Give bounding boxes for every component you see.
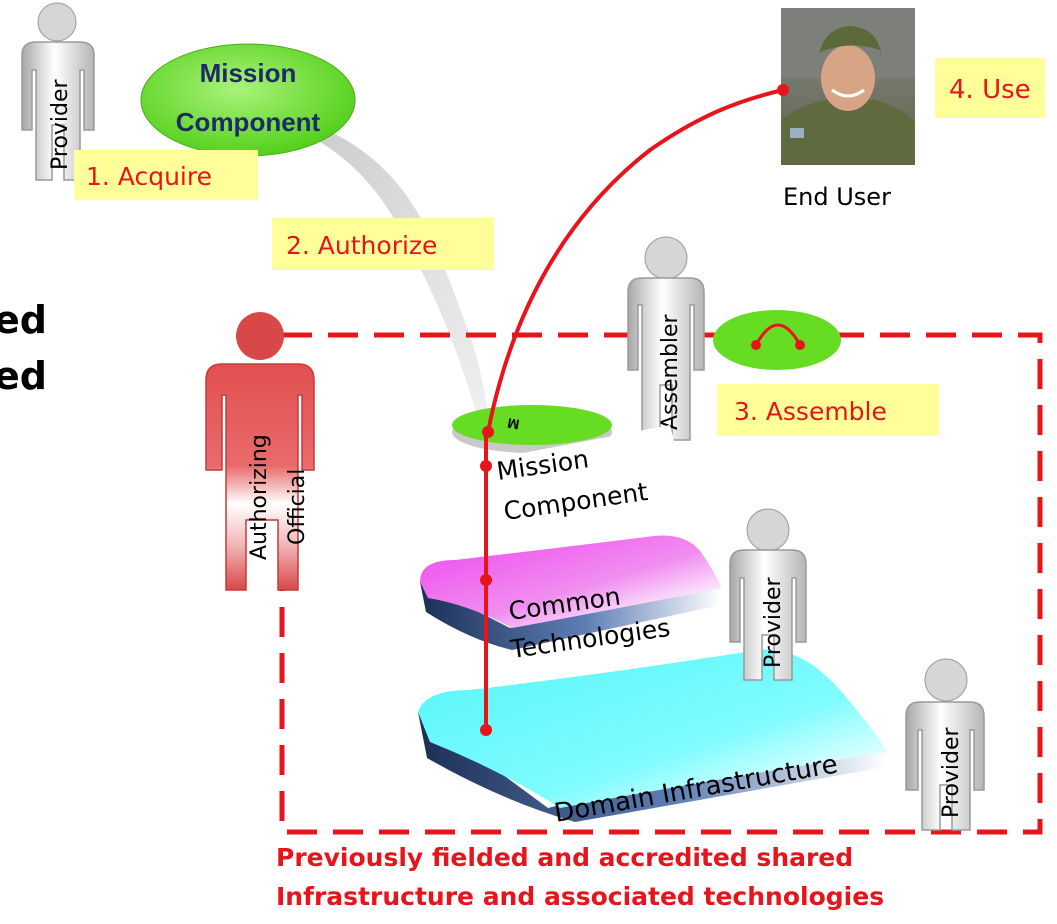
assemble-oval: [713, 310, 841, 370]
step-use: 4. Use: [935, 58, 1045, 118]
authorizing-official-line1: Authorizing: [247, 434, 272, 560]
accredited-boundary: [279, 332, 1043, 835]
provider-top-label: Provider: [48, 78, 73, 170]
provider-figure-common: Provider: [729, 508, 807, 681]
mission-component-bubble: Mission Component: [140, 43, 356, 157]
common-technologies-layer: Common Technologies: [420, 535, 722, 664]
step-acquire: 1. Acquire: [74, 150, 258, 200]
step-acquire-label: 1. Acquire: [86, 162, 212, 191]
provider-figure-domain: Provider: [905, 658, 985, 831]
step-authorize-label: 2. Authorize: [286, 231, 437, 260]
authorize-swoosh: [320, 128, 488, 420]
mission-bubble-line1: Mission: [200, 58, 297, 88]
connection-lines: [480, 84, 789, 736]
footer-line1: Previously fielded and accredited shared: [276, 843, 853, 872]
authorizing-official-figure: Authorizing Official: [205, 312, 315, 591]
provider-common-label: Provider: [761, 576, 786, 668]
step-assemble-label: 3. Assemble: [734, 397, 887, 426]
step-use-label: 4. Use: [949, 75, 1031, 105]
step-authorize: 2. Authorize: [272, 218, 494, 270]
end-user-label: End User: [783, 183, 891, 211]
end-user-photo: [781, 8, 915, 165]
provider-figure-top: Provider: [21, 2, 95, 181]
mission-bubble-line2: Component: [176, 107, 321, 137]
domain-infrastructure-layer: Domain Infrastructure: [418, 649, 888, 829]
mission-layer-badge: M: [506, 415, 520, 433]
footer-line2: Infrastructure and associated technologi…: [276, 882, 884, 911]
assembler-figure: Assembler: [627, 236, 705, 441]
authorizing-official-line2: Official: [285, 469, 310, 545]
assembler-label: Assembler: [658, 313, 683, 430]
step-assemble: 3. Assemble: [717, 384, 939, 436]
clipped-text-line2: ed: [0, 354, 47, 398]
provider-domain-label: Provider: [939, 726, 964, 818]
clipped-text-line1: ed: [0, 298, 47, 342]
